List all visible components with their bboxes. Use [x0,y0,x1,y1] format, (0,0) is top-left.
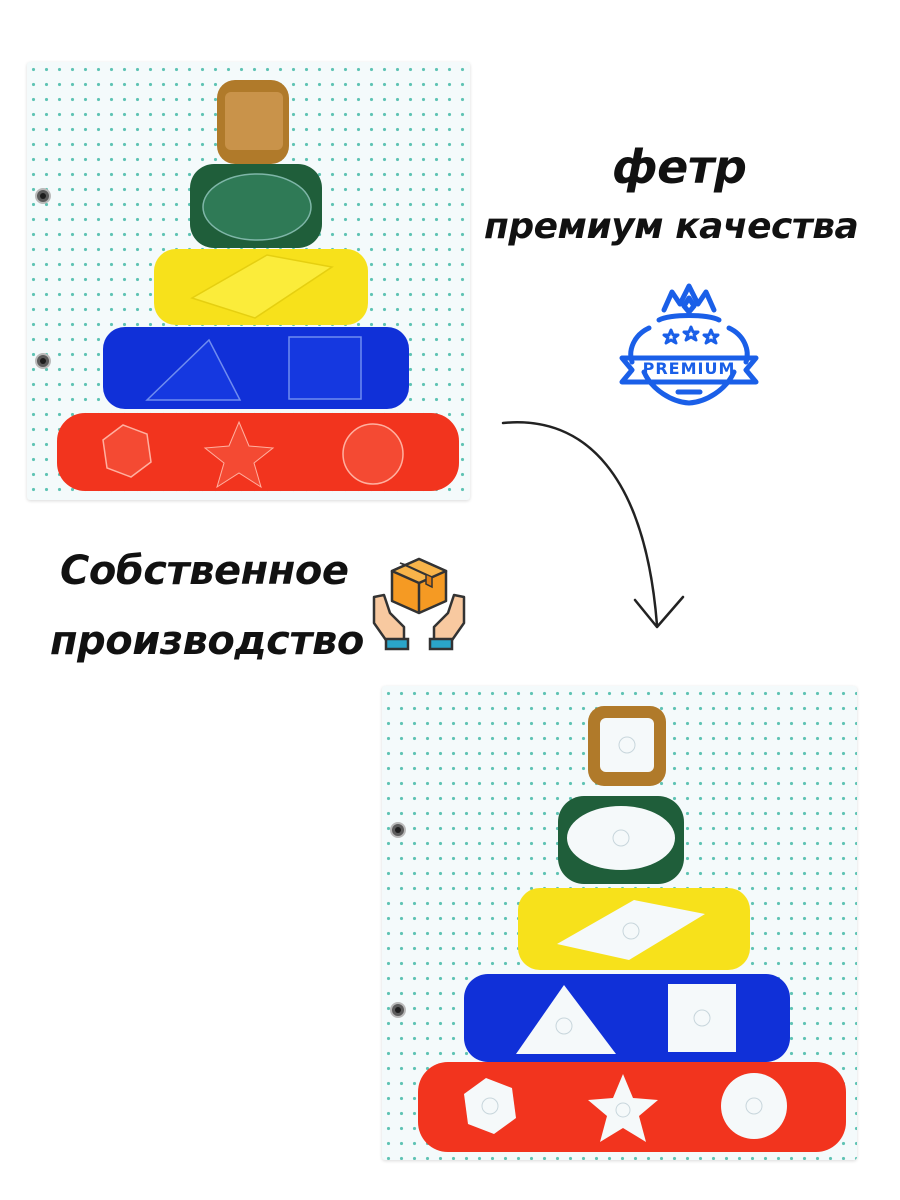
hands-holding-box-icon [370,553,468,651]
empty-felt-page [382,686,857,1160]
circle-slot [721,1073,787,1139]
headline-premium-quality: премиум качества [484,206,859,247]
hexagon-slot [464,1078,516,1134]
green-oval-piece [202,173,312,241]
premium-badge-text: PREMIUM [642,359,736,378]
triangle-slot [516,985,616,1054]
red-hexagon-piece [102,424,152,478]
headline-felt: фетр [612,140,747,194]
yellow-rhombus-piece [190,254,334,319]
headline-own-production-1: Собственное [60,548,349,594]
rhombus-slot [557,900,705,960]
brown-square-piece [225,92,283,150]
curved-arrow-icon [501,421,685,629]
red-star-piece [203,420,275,489]
premium-crown-badge-icon: PREMIUM [614,280,764,410]
blue-tier [103,327,409,409]
blue-tier [464,974,790,1062]
red-circle-piece [342,423,404,485]
grommet-bottom [35,353,51,369]
grommet-top [35,188,51,204]
star-slot [588,1074,658,1142]
assembled-felt-page [27,62,470,500]
empty-pyramid [418,706,846,1152]
blue-square-piece [288,336,362,400]
square-slot [600,718,654,772]
square-slot-2 [668,984,736,1052]
assembled-pyramid [57,80,459,491]
grommet-top [390,822,406,838]
grommet-bottom [390,1002,406,1018]
oval-slot [567,806,675,870]
headline-own-production-2: производство [50,618,364,664]
blue-triangle-piece [145,338,242,401]
